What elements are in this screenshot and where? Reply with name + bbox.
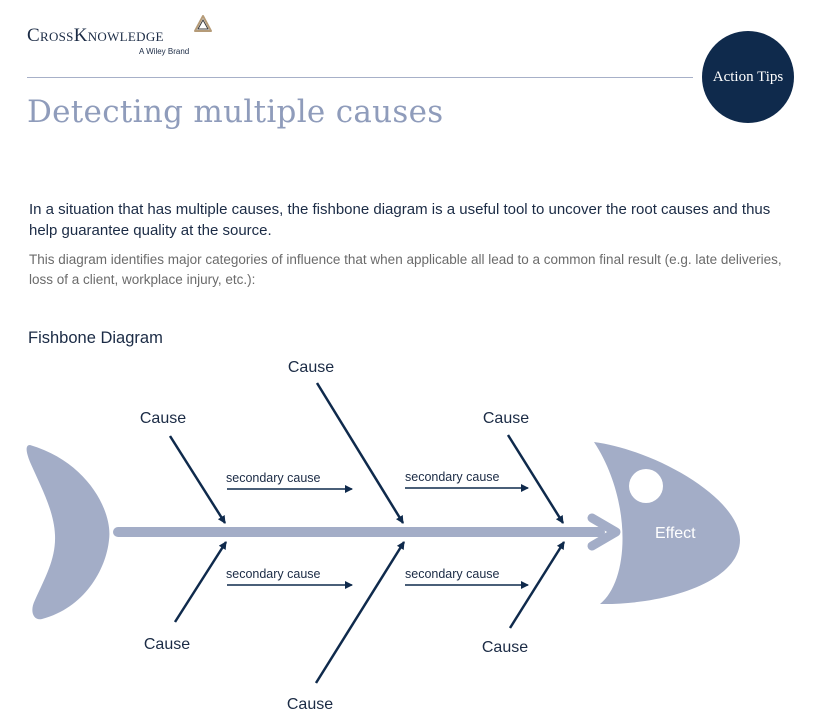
cause-label-top-left: Cause [140,410,186,427]
cause-arrow-bottom-left [173,541,228,623]
cause-label-bottom-right: Cause [482,639,528,656]
cause-label-top-right: Cause [483,410,529,427]
action-tips-badge: Action Tips [702,31,794,123]
effect-label: Effect [655,525,696,542]
fish-eye [629,469,663,503]
fish-tail [26,445,110,620]
fish-head [594,442,740,605]
cause-label-bottom-middle: Cause [287,696,333,713]
cause-arrow-top-right [506,434,565,524]
logo-triangle-icon [194,15,212,32]
spine-arrowhead [587,513,621,551]
logo-wordmark: CrossKnowledge [27,25,164,46]
logo-tagline: A Wiley Brand [139,47,190,56]
cause-arrow-bottom-right [508,541,566,629]
cause-arrow-top-middle [315,382,405,524]
detail-paragraph: This diagram identifies major categories… [29,252,782,287]
header-divider [27,77,693,78]
intro-paragraph: In a situation that has multiple causes,… [29,201,771,239]
secondary-label-bottom-right: secondary cause [405,567,500,581]
secondary-label-bottom-left: secondary cause [226,567,321,581]
page-title: Detecting multiple causes [27,94,444,130]
secondary-label-top-right: secondary cause [405,470,500,484]
cause-arrow-top-left [168,435,227,524]
cause-arrow-bottom-middle [314,541,406,684]
secondary-label-top-left: secondary cause [226,471,321,485]
cause-label-top-middle: Cause [288,359,334,376]
diagram-heading: Fishbone Diagram [28,329,163,347]
cause-label-bottom-left: Cause [144,636,190,653]
